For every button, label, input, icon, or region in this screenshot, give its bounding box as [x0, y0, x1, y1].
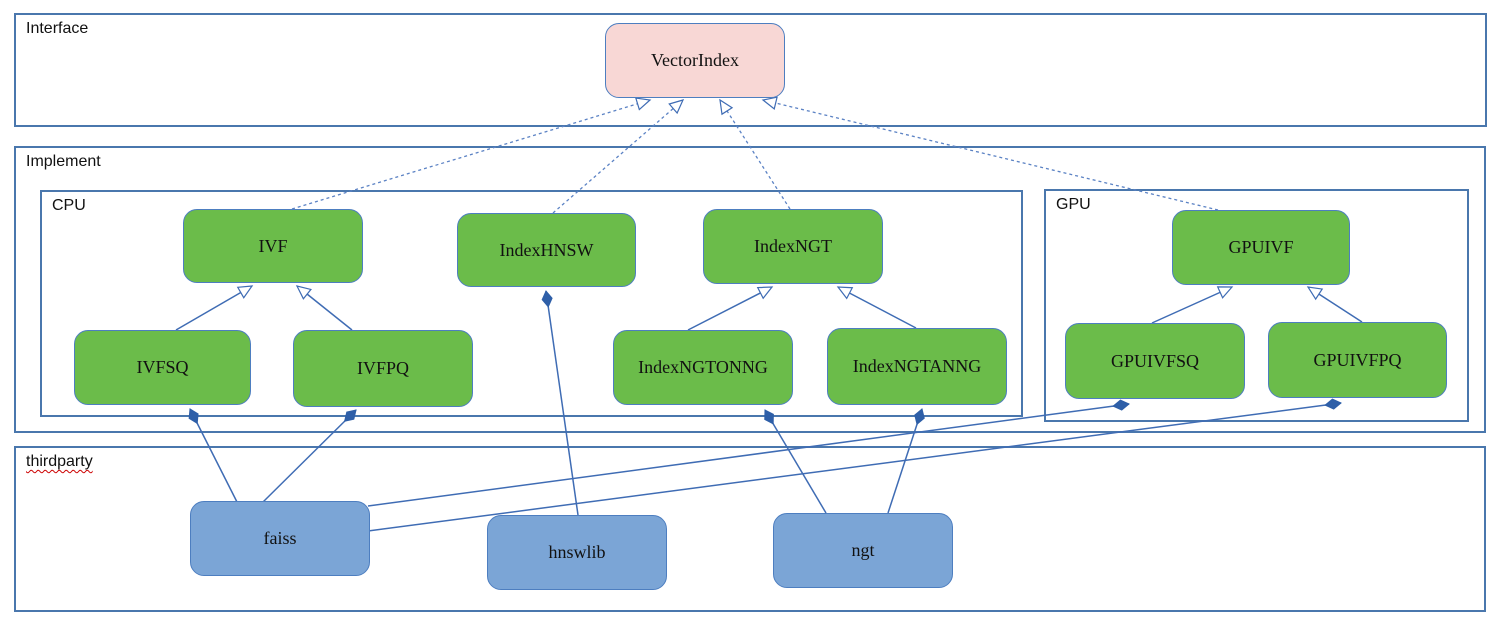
class-node-indexngt: IndexNGT	[703, 209, 883, 284]
class-node-ivf: IVF	[183, 209, 363, 283]
library-node-ngt-label: ngt	[851, 540, 875, 560]
library-node-faiss-label: faiss	[263, 528, 297, 548]
class-node-indexngt-label: IndexNGT	[754, 236, 832, 256]
library-node-ngt: ngt	[773, 513, 953, 588]
class-node-ivf-label: IVF	[258, 235, 288, 256]
class-node-vectorindex-label: VectorIndex	[651, 50, 739, 70]
class-node-indexngtonng: IndexNGTONNG	[613, 330, 793, 405]
class-node-ivfpq-label: IVFPQ	[356, 358, 409, 378]
class-node-indexhnsw: IndexHNSW	[457, 213, 636, 287]
class-node-gpuivf-label: GPUIVF	[1228, 237, 1294, 257]
class-node-gpuivfpq: GPUIVFPQ	[1268, 322, 1447, 398]
library-node-hnswlib-label: hnswlib	[548, 542, 606, 562]
class-node-vectorindex: VectorIndex	[605, 23, 785, 98]
class-node-gpuivfsq-label: GPUIVFSQ	[1110, 350, 1200, 371]
class-node-ivfsq-label: IVFSQ	[136, 357, 189, 377]
gpu-container-label: GPU	[1056, 196, 1091, 213]
library-node-faiss: faiss	[190, 501, 370, 576]
class-node-indexngtanng-label: IndexNGTANNG	[852, 356, 982, 376]
thirdparty-container-label: thirdparty	[26, 453, 93, 470]
library-node-hnswlib: hnswlib	[487, 515, 667, 590]
interface-container-label: Interface	[26, 20, 89, 37]
class-node-indexhnsw-label: IndexHNSW	[499, 239, 594, 260]
cpu-container-label: CPU	[52, 197, 86, 214]
class-node-ivfpq: IVFPQ	[293, 330, 473, 407]
class-node-ivfsq: IVFSQ	[74, 330, 251, 405]
class-node-indexngtanng: IndexNGTANNG	[827, 328, 1007, 405]
class-node-gpuivfpq-label: GPUIVFPQ	[1313, 349, 1402, 370]
class-node-gpuivf: GPUIVF	[1172, 210, 1350, 285]
implement-container-label: Implement	[26, 153, 101, 170]
class-node-indexngtonng-label: IndexNGTONNG	[638, 357, 768, 377]
class-node-gpuivfsq: GPUIVFSQ	[1065, 323, 1245, 399]
